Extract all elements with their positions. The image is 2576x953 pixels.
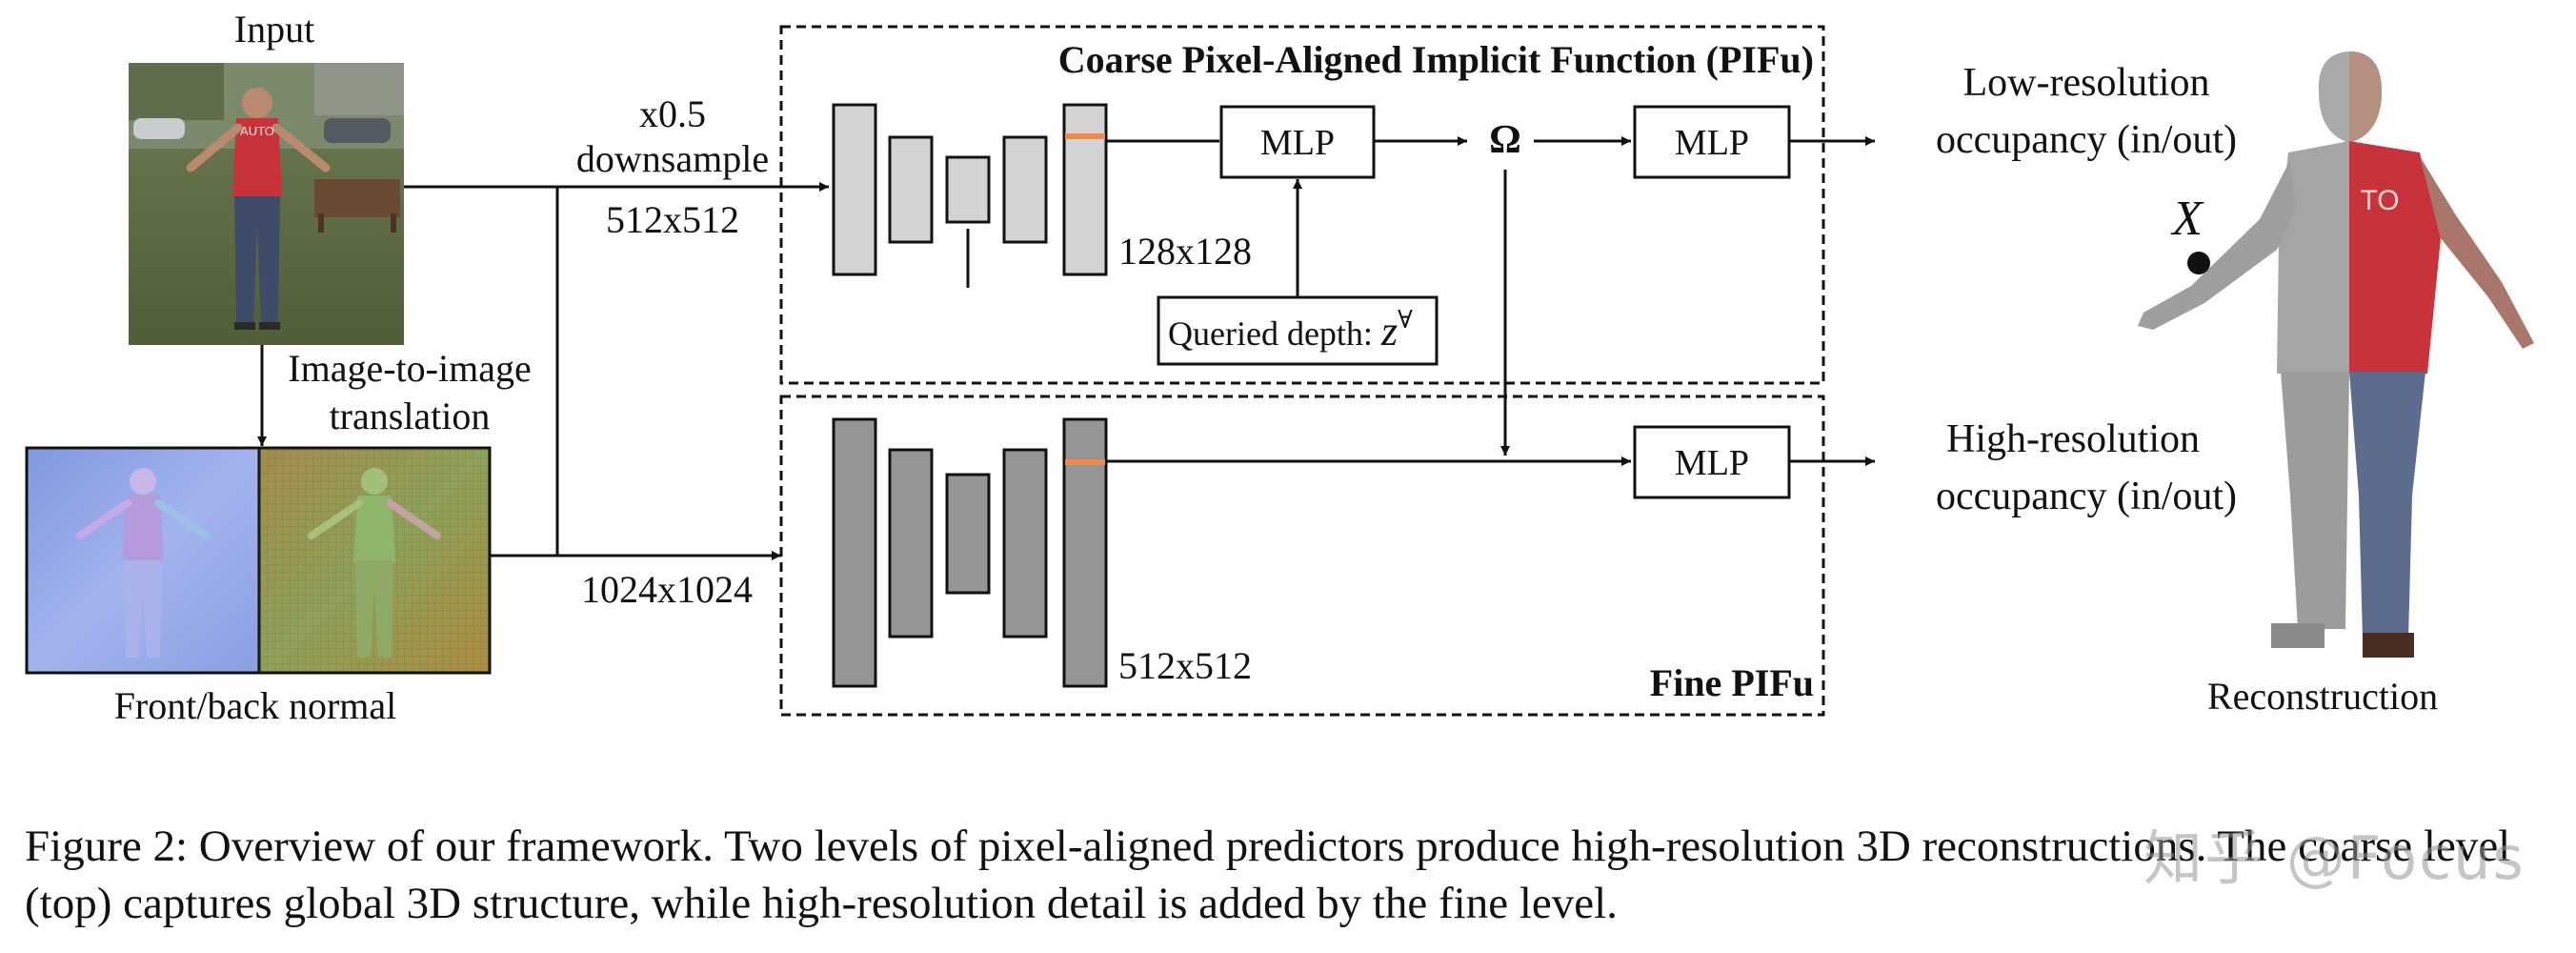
fine-pifu-title: Fine PIFu — [1650, 661, 1814, 704]
fine-layer-4 — [1002, 448, 1048, 639]
high-res-label-line1: High-resolution — [1946, 417, 2200, 461]
input-photo: AUTO — [129, 63, 404, 345]
coarse-feature-resolution: 128x128 — [1118, 230, 1252, 273]
watermark: 知乎 @Focus — [2143, 823, 2526, 893]
omega-symbol: Ω — [1489, 118, 1521, 162]
coarse-input-resolution: 512x512 — [606, 198, 739, 241]
fine-feature-resolution: 512x512 — [1118, 644, 1252, 687]
input-label: Input — [234, 8, 314, 51]
coarse-pifu-title: Coarse Pixel-Aligned Implicit Function (… — [1058, 38, 1814, 81]
downsample-label: downsample — [576, 137, 769, 180]
reconstruction-shirt-text: TO — [2360, 185, 2399, 216]
fine-mlp-label: MLP — [1675, 443, 1749, 483]
fine-layer-3 — [945, 473, 991, 595]
coarse-encoder — [832, 103, 1108, 276]
fine-feature-stripe — [1065, 459, 1105, 465]
low-res-label-line1: Low-resolution — [1963, 61, 2210, 105]
low-res-label-line2: occupancy (in/out) — [1936, 118, 2237, 162]
coarse-layer-5 — [1062, 103, 1108, 276]
coarse-layer-1 — [832, 103, 877, 276]
coarse-layer-4 — [1002, 135, 1048, 244]
image-to-image-label-line2: translation — [330, 395, 491, 437]
front-normal-map — [25, 446, 261, 675]
high-res-label-line2: occupancy (in/out) — [1936, 475, 2237, 518]
coarse-layer-3 — [945, 155, 991, 224]
coarse-feature-stripe — [1065, 133, 1105, 139]
query-point-label: X — [2170, 192, 2204, 246]
front-back-normal-label: Front/back normal — [114, 684, 397, 727]
coarse-mlp-1-box — [1219, 105, 1376, 179]
query-point-marker — [2187, 252, 2210, 274]
coarse-mlp-1-label: MLP — [1260, 123, 1335, 163]
coarse-pifu-box — [779, 25, 1825, 385]
queried-depth-label: Queried depth: z∀ — [1168, 306, 1413, 355]
fine-layer-2 — [888, 448, 934, 639]
reconstruction-figure: TO X — [2138, 51, 2534, 658]
coarse-mlp-2-box — [1633, 105, 1791, 179]
image-to-image-label-line1: Image-to-image — [288, 347, 531, 390]
fine-pifu-box — [779, 395, 1825, 717]
queried-depth-box — [1157, 295, 1439, 366]
figure-caption: Figure 2: Overview of our framework. Two… — [25, 821, 2511, 928]
reconstruction-label: Reconstruction — [2207, 675, 2438, 718]
coarse-mlp-2-label: MLP — [1675, 123, 1749, 163]
downsample-factor-label: x0.5 — [639, 92, 706, 135]
coarse-layer-2 — [888, 135, 934, 244]
fine-input-resolution: 1024x1024 — [581, 568, 753, 611]
back-normal-map — [257, 446, 492, 675]
fine-layer-1 — [832, 417, 877, 688]
input-shirt-text: AUTO — [240, 124, 274, 138]
